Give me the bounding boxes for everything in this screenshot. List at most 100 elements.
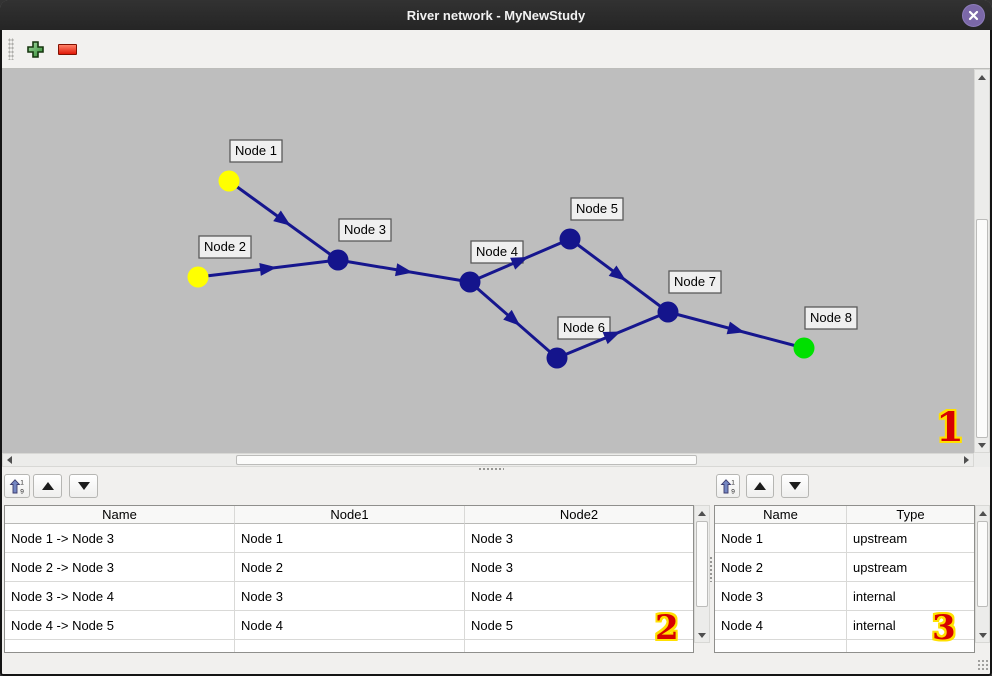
svg-text:Node 5: Node 5	[576, 201, 618, 216]
arrow-up-icon	[979, 511, 987, 516]
annotation-3: 3	[932, 608, 956, 648]
node-label[interactable]: Node 6	[558, 317, 610, 339]
svg-text:Node 8: Node 8	[810, 310, 852, 325]
links-sort-button[interactable]: 1 9	[4, 474, 30, 498]
nodes-sort-button[interactable]: 1 9	[716, 474, 740, 498]
canvas-scroll-up-button[interactable]	[975, 70, 989, 84]
scrollbar-corner	[974, 453, 990, 467]
links-vscrollbar-thumb[interactable]	[696, 521, 708, 607]
table-row[interactable]: Node 1upstream	[715, 524, 974, 553]
svg-text:1: 1	[731, 479, 735, 486]
links-table-header: NameNode1Node2	[5, 506, 693, 524]
column-header[interactable]: Node1	[235, 506, 465, 524]
node-label[interactable]: Node 7	[669, 271, 721, 293]
arrow-left-icon	[7, 456, 12, 464]
canvas-scroll-left-button[interactable]	[3, 454, 16, 466]
nodes-move-up-button[interactable]	[746, 474, 774, 498]
edge-arrow-icon	[727, 322, 747, 339]
toolbar-drag-handle[interactable]	[8, 38, 14, 60]
move-down-icon	[78, 482, 90, 490]
sort-ascending-icon: 1 9	[9, 478, 26, 495]
main-toolbar	[2, 30, 990, 69]
node-circle[interactable]	[547, 348, 568, 369]
table-cell: Node 2	[715, 553, 847, 582]
links-move-down-button[interactable]	[69, 474, 98, 498]
svg-text:1: 1	[20, 479, 24, 486]
table-row[interactable]: Node 4 -> Node 5Node 4Node 5	[5, 611, 693, 640]
canvas-scroll-right-button[interactable]	[960, 454, 973, 466]
table-cell: Node 3	[235, 582, 465, 611]
arrow-down-icon	[978, 443, 986, 448]
pane-splitter-handle[interactable]	[478, 467, 504, 471]
table-row[interactable]: Node 3 -> Node 4Node 3Node 4	[5, 582, 693, 611]
canvas-vscrollbar-track[interactable]	[974, 69, 990, 453]
resize-grip[interactable]	[977, 659, 989, 671]
canvas-scroll-down-button[interactable]	[975, 438, 989, 452]
column-header[interactable]: Type	[847, 506, 974, 524]
node-circle[interactable]	[560, 229, 581, 250]
nodes-scroll-down-button[interactable]	[976, 628, 989, 642]
table-row[interactable]: Node 2upstream	[715, 553, 974, 582]
move-down-icon	[789, 482, 801, 490]
table-row[interactable]: Node 1 -> Node 3Node 1Node 3	[5, 524, 693, 553]
network-canvas[interactable]: Node 1 Node 2 Node 3 Node 4 Node 5 Node 6 Node…	[2, 69, 974, 453]
links-scroll-up-button[interactable]	[695, 506, 709, 520]
node-circle[interactable]	[658, 302, 679, 323]
table-cell: upstream	[847, 524, 974, 553]
table-cell: upstream	[847, 553, 974, 582]
links-table-body: Node 1 -> Node 3Node 1Node 3Node 2 -> No…	[5, 524, 693, 653]
table-row-empty[interactable]	[5, 640, 693, 653]
links-move-up-button[interactable]	[33, 474, 62, 498]
column-header[interactable]: Name	[715, 506, 847, 524]
table-row[interactable]: Node 2 -> Node 3Node 2Node 3	[5, 553, 693, 582]
table-cell: Node 4	[465, 582, 693, 611]
panel-splitter-handle[interactable]	[709, 556, 713, 582]
canvas-vscrollbar-thumb[interactable]	[976, 219, 988, 438]
node-label[interactable]: Node 1	[230, 140, 282, 162]
window-title: River network - MyNewStudy	[407, 8, 585, 23]
move-up-icon	[754, 482, 766, 490]
node-circle[interactable]	[328, 250, 349, 271]
nodes-vscrollbar-track[interactable]	[975, 505, 990, 643]
links-vscrollbar-track[interactable]	[694, 505, 710, 643]
node-label[interactable]: Node 2	[199, 236, 251, 258]
node-label[interactable]: Node 3	[339, 219, 391, 241]
svg-text:Node 4: Node 4	[476, 244, 518, 259]
titlebar[interactable]: River network - MyNewStudy	[0, 0, 992, 30]
svg-text:Node 6: Node 6	[563, 320, 605, 335]
table-header-row: NameNode1Node2	[5, 506, 693, 524]
table-header-row: NameType	[715, 506, 974, 524]
remove-button[interactable]	[54, 36, 80, 62]
move-up-icon	[42, 482, 54, 490]
edge-arrow-icon	[259, 261, 277, 276]
table-cell: Node 3	[465, 524, 693, 553]
table-cell: Node 4	[715, 611, 847, 640]
canvas-hscrollbar-track[interactable]	[2, 453, 974, 467]
column-header[interactable]: Name	[5, 506, 235, 524]
node-circle[interactable]	[219, 171, 240, 192]
nodes-scroll-up-button[interactable]	[976, 506, 989, 520]
add-icon	[26, 40, 45, 59]
add-button[interactable]	[22, 36, 48, 62]
links-scroll-down-button[interactable]	[695, 628, 709, 642]
node-label[interactable]: Node 5	[571, 198, 623, 220]
canvas-hscrollbar-thumb[interactable]	[236, 455, 697, 465]
table-row[interactable]: Node 3internal	[715, 582, 974, 611]
annotation-1: 1	[936, 404, 964, 451]
nodes-move-down-button[interactable]	[781, 474, 809, 498]
node-circle[interactable]	[188, 267, 209, 288]
column-header[interactable]: Node2	[465, 506, 693, 524]
svg-text:Node 3: Node 3	[344, 222, 386, 237]
table-cell: Node 1	[235, 524, 465, 553]
sort-ascending-icon: 1 9	[720, 478, 737, 495]
close-button[interactable]	[962, 4, 985, 27]
svg-text:9: 9	[20, 488, 24, 495]
nodes-vscrollbar-thumb[interactable]	[977, 521, 988, 607]
node-circle[interactable]	[794, 338, 815, 359]
table-cell: Node 3	[715, 582, 847, 611]
svg-text:Node 2: Node 2	[204, 239, 246, 254]
node-circle[interactable]	[460, 272, 481, 293]
svg-text:Node 1: Node 1	[235, 143, 277, 158]
node-label[interactable]: Node 8	[805, 307, 857, 329]
